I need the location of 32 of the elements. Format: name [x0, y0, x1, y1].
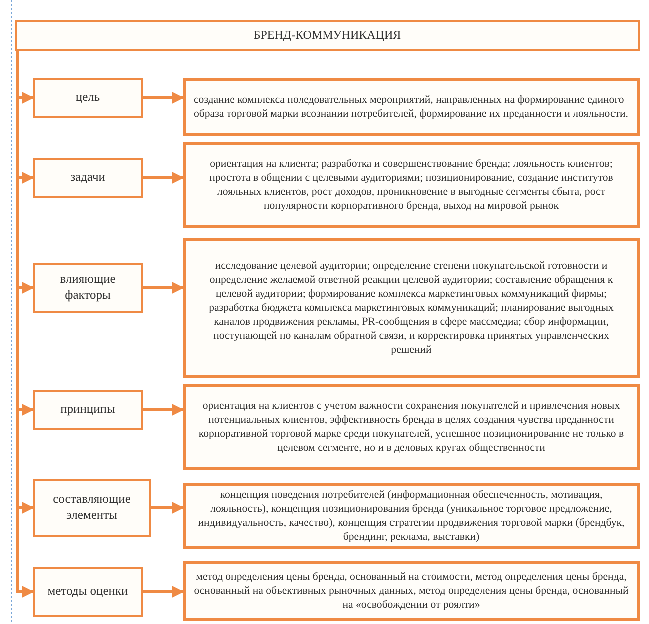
- arrow: [151, 502, 184, 514]
- category-box: [33, 567, 143, 617]
- category-box: [33, 479, 151, 537]
- description-box: [183, 384, 640, 470]
- arrow: [143, 172, 184, 184]
- description-box: [183, 142, 640, 228]
- title-box: [15, 20, 640, 51]
- category-label: принципы: [60, 402, 116, 418]
- title-text: БРЕНД-КОММУНИКАЦИЯ: [254, 28, 402, 43]
- description-text: концепция поведения потребителей (информационная обеспеченность, мотивация, лояльность), концепция позиционирования бренда (уникальное торговое предложение, индивидуальность, качество), концепция стратегии продвижения торговой марки (брендбук, брендинг, реклама, выставки): [197, 488, 626, 544]
- description-box: [183, 78, 640, 136]
- arrow: [143, 586, 184, 598]
- category-box: [33, 263, 143, 313]
- category-label: составляющие элементы: [52, 492, 132, 524]
- category-label: задачи: [70, 170, 106, 186]
- description-text: создание комплекса поледовательных мероприятий, направленных на формирование единого образа торговой марки всознании потребителей, формирование их преданности и лояльности.: [194, 92, 629, 122]
- description-text: ориентация на клиента; разработка и совершенствование бренда; лояльность клиентов; простота в общении с целевыми аудиториями; позиционирование, создание институтов лояльных клиентов, рост доходов, проникновение в выгодные сегменты сбыта, рост популярности корпоративного бренда, выход на мировой рынок: [208, 156, 614, 214]
- description-text: исследование целевой аудитории; определение степени покупательской готовности и определение желаемой ответной реакции целевой аудитории; составление обращения к целевой аудитории; формирование комплекса маркетинговых коммуникаций фирмы; разработка бюджета комплекса маркетинговых коммуникаций; планирование выгодных каналов продвижения рекламы, PR-сообщения в сфере массмедиа; сбор информации, поступающей по каналам обратной связи, и корректировка принятых управленческих решений: [208, 258, 615, 358]
- arrow: [143, 92, 184, 104]
- description-box: [183, 483, 640, 549]
- description-box: [183, 561, 640, 621]
- arrow: [143, 404, 184, 416]
- description-text: метод определения цены бренда, основанный на стоимости, метод определения цены бренда, основанный на объективных рыночных данных, метод определения цены бренда, основанный на «освобождении от роялти»: [194, 570, 629, 612]
- category-box: [33, 78, 143, 118]
- category-box: [33, 158, 143, 198]
- category-label: методы оценки: [48, 584, 128, 600]
- category-box: [33, 390, 143, 430]
- description-text: ориентация на клиентов с учетом важности сохранения покупателей и привлечения новых потенциальных клиентов, эффективность бренда в целях создания чувства преданности корпоративной торговой марке среди покупателей, успешное позиционирование не только в целевом сегменте, но и в деловых кругах общественности: [198, 398, 626, 456]
- category-label: цель: [76, 90, 100, 106]
- arrow: [143, 282, 184, 294]
- description-box: [183, 238, 640, 378]
- category-label: влияющие факторы: [59, 272, 117, 304]
